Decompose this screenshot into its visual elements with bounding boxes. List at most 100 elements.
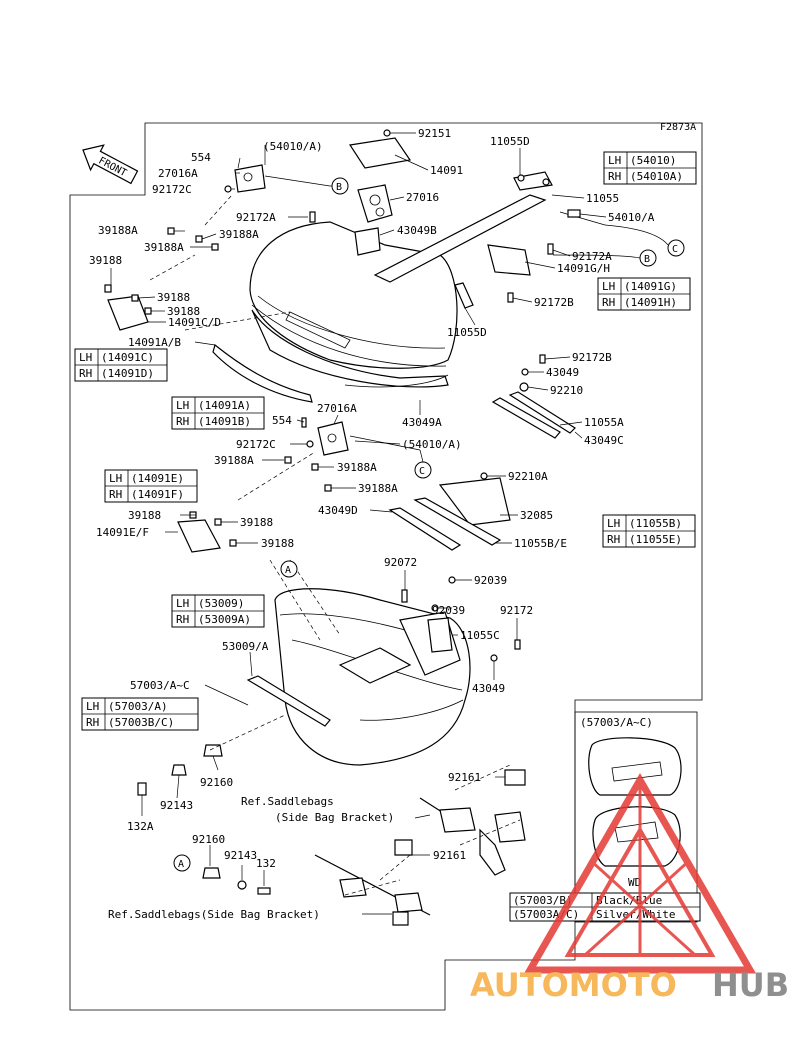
part-labels: 92151 14091 27016 43049B 11055D 11055 54…: [89, 127, 655, 921]
label-92039-a: 92039: [474, 574, 507, 587]
label-14091EF: 14091E/F: [96, 526, 149, 539]
watermark-text-hub: HUB: [712, 966, 789, 1004]
svg-text:(53009): (53009): [198, 597, 244, 610]
clip-39188-e: [214, 518, 222, 526]
label-39188-1: 39188: [89, 254, 122, 267]
svg-text:LH: LH: [176, 597, 189, 610]
table-14091AB: LH (14091A) RH (14091B): [171, 396, 265, 430]
svg-text:(11055B): (11055B): [629, 517, 682, 530]
label-92161-b: 92161: [433, 849, 466, 862]
latch-27016A-mid: [317, 421, 349, 456]
side-bag-bracket-lower: [314, 854, 431, 926]
label-554-top: 554: [191, 151, 211, 164]
callout-B-right: B: [639, 249, 657, 267]
svg-text:(14091H): (14091H): [624, 296, 677, 309]
label-11055: 11055: [586, 192, 619, 205]
svg-text:(14091D): (14091D): [101, 367, 154, 380]
svg-text:LH: LH: [602, 280, 615, 293]
svg-text:RH: RH: [86, 716, 99, 729]
table-14091GH: LH (14091G) RH (14091H): [597, 277, 691, 311]
latch-27016A-upper: [234, 164, 266, 193]
strip-11055A: [491, 397, 561, 439]
clip-39188A-a: [167, 227, 175, 235]
nut-92210A: [480, 472, 488, 480]
svg-text:LH: LH: [176, 399, 189, 412]
screw-92039-a: [448, 576, 456, 584]
clip-39188A-d: [284, 456, 292, 464]
svg-text:C: C: [419, 466, 425, 477]
clip-39188-a: [104, 284, 112, 293]
diagram-frame: [69, 122, 703, 1011]
bracket-11055C: [427, 617, 453, 653]
lid-trim: [212, 343, 313, 403]
label-43049B: 43049B: [397, 224, 437, 237]
clip-39188-c: [144, 307, 152, 315]
svg-text:RH: RH: [109, 488, 122, 501]
label-ref-bracket-2: Ref.Saddlebags(Side Bag Bracket): [108, 908, 320, 921]
strip-43049D: [388, 507, 462, 551]
screw-92172-lower: [514, 639, 521, 650]
table-54010: LH (54010) RH (54010A): [603, 151, 697, 185]
plate-32085: [438, 477, 511, 526]
label-92172B-b: 92172B: [572, 351, 612, 364]
svg-text:(14091B): (14091B): [198, 415, 251, 428]
callout-C-right: C: [667, 239, 685, 257]
svg-text:(53009A): (53009A): [198, 613, 251, 626]
label-92151: 92151: [418, 127, 451, 140]
svg-text:(14091E): (14091E): [131, 472, 184, 485]
label-39188-4: 39188: [128, 509, 161, 522]
screw-92172A-right: [547, 243, 554, 255]
figure-code: F2873A: [660, 122, 696, 133]
svg-text:(57003A/C): (57003A/C): [513, 908, 579, 921]
assembly-lines: [149, 194, 521, 896]
label-92161-a: 92161: [448, 771, 481, 784]
screw-92172B-lower: [539, 354, 546, 364]
nut-43049-b: [490, 654, 498, 662]
callout-B-upper: B: [331, 177, 349, 195]
label-92172B-a: 92172B: [534, 296, 574, 309]
svg-text:(14091F): (14091F): [131, 488, 184, 501]
rod-54010-upper: [264, 175, 331, 187]
label-27016A-mid: 27016A: [317, 402, 357, 415]
table-57003: LH (57003/A) RH (57003B/C): [81, 697, 199, 731]
svg-text:RH: RH: [176, 415, 189, 428]
svg-text:RH: RH: [608, 170, 621, 183]
svg-text:LH: LH: [607, 517, 620, 530]
svg-text:B: B: [336, 182, 342, 193]
label-92039-b: 92039: [432, 604, 465, 617]
bracket-14091GH: [487, 244, 531, 276]
label-92143-a: 92143: [160, 799, 193, 812]
label-39188-3: 39188: [167, 305, 200, 318]
label-132: 132: [256, 857, 276, 870]
clip-39188A-c: [211, 243, 219, 251]
label-14091CD: 14091C/D: [168, 316, 221, 329]
clip-39188-b: [131, 294, 139, 302]
svg-text:A: A: [178, 859, 184, 870]
strip-53009A: [246, 675, 331, 727]
svg-text:LH: LH: [79, 351, 92, 364]
strip-43049C: [508, 391, 576, 434]
grommet-92160-a: [203, 744, 223, 757]
label-ref-bracket-1a: Ref.Saddlebags: [241, 795, 334, 808]
label-27016: 27016: [406, 191, 439, 204]
svg-text:RH: RH: [79, 367, 92, 380]
label-14091GH: 14091G/H: [557, 262, 610, 275]
label-92172A-right: 92172A: [572, 250, 612, 263]
table-14091EF: LH (14091E) RH (14091F): [104, 469, 198, 503]
label-39188-5: 39188: [240, 516, 273, 529]
lock-27016: [357, 184, 393, 223]
label-92172C-mid: 92172C: [236, 438, 276, 451]
svg-text:Black/Blue: Black/Blue: [596, 894, 662, 907]
svg-text:B: B: [644, 254, 650, 265]
label-39188A-6: 39188A: [358, 482, 398, 495]
table-11055BE: LH (11055B) RH (11055E): [602, 514, 696, 548]
label-43049C: 43049C: [584, 434, 624, 447]
svg-text:(57003/A): (57003/A): [108, 700, 168, 713]
svg-text:LH: LH: [86, 700, 99, 713]
screw-92151: [383, 129, 391, 137]
svg-text:(14091C): (14091C): [101, 351, 154, 364]
callout-C-mid: C: [414, 461, 432, 479]
label-57003AC: 57003/A~C: [130, 679, 190, 692]
grommet-92160-b: [202, 867, 221, 879]
table-53009: LH (53009) RH (53009A): [171, 594, 265, 628]
